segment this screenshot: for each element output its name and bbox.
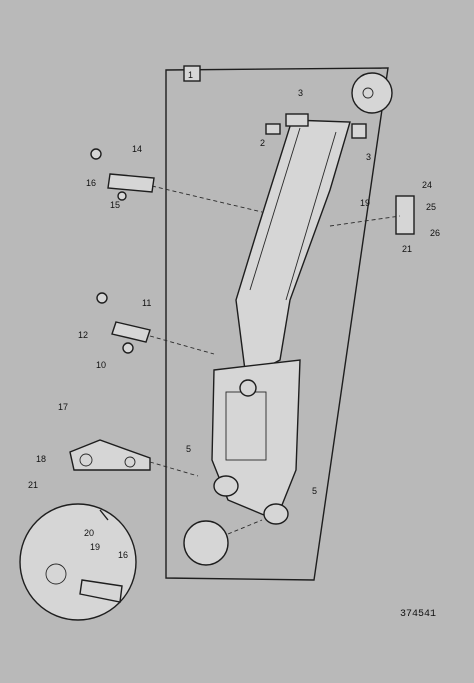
bushing-top: [285, 113, 309, 127]
callout-number: 12: [78, 330, 88, 340]
inset-circle: [19, 503, 137, 621]
inset-leader: [99, 509, 109, 521]
callout-number: 5: [186, 444, 191, 454]
pivot-boss-right: [263, 503, 289, 525]
boom-edge-line: [249, 127, 301, 291]
callout-number: 11: [142, 298, 151, 308]
view-marker: 1: [188, 70, 193, 80]
link-bolt-middle: [96, 292, 108, 304]
drawing-number: 374541: [400, 609, 436, 620]
upper-pivot: [239, 379, 257, 397]
callout-number: 5: [312, 486, 317, 496]
callout-number: 24: [422, 180, 432, 190]
link-plate-middle: [111, 321, 151, 343]
callout-number: 10: [96, 360, 106, 370]
boom-arm: [235, 119, 351, 380]
callout-number: 3: [366, 152, 371, 162]
callout-number: 26: [430, 228, 440, 238]
link-washer: [117, 191, 127, 201]
callout-number: 15: [110, 200, 120, 210]
callout-number: 20: [84, 528, 94, 538]
boom-edge-line: [285, 131, 337, 301]
callout-number: 21: [402, 244, 412, 254]
lever-plate: [69, 439, 151, 471]
callout-number: 14: [132, 144, 142, 154]
callout-number: 19: [360, 198, 370, 208]
bushing-right: [351, 123, 367, 139]
callout-number: 21: [28, 480, 38, 490]
inset-pin: [79, 579, 123, 603]
lever-hole: [79, 453, 93, 467]
callout-number: 18: [36, 454, 46, 464]
callout-number: 17: [58, 402, 68, 412]
view-marker-box: [183, 65, 201, 82]
spring-cylinder: [395, 195, 415, 235]
pivot-boss-left: [213, 475, 239, 497]
guide-line: [151, 185, 263, 213]
callout-number: 16: [86, 178, 96, 188]
callout-number: 19: [90, 542, 100, 552]
guide-line: [149, 335, 215, 355]
callout-number: 16: [118, 550, 128, 560]
assembly-frame: [165, 67, 389, 581]
inset-washer: [45, 563, 67, 585]
link-plate-upper: [107, 173, 155, 193]
callout-number: 25: [426, 202, 436, 212]
link-bolt: [90, 148, 102, 160]
guide-line: [149, 461, 199, 477]
lever-hole: [124, 456, 136, 468]
detail-pin: [362, 87, 374, 99]
callout-number: 3: [298, 88, 303, 98]
detail-circle-bottom: [183, 520, 229, 566]
link-nut-middle: [122, 342, 134, 354]
callout-number: 2: [260, 138, 265, 148]
guide-line: [329, 215, 401, 227]
detail-circle-top: [351, 72, 393, 114]
bushing-left: [265, 123, 281, 135]
guide-line: [227, 519, 263, 535]
